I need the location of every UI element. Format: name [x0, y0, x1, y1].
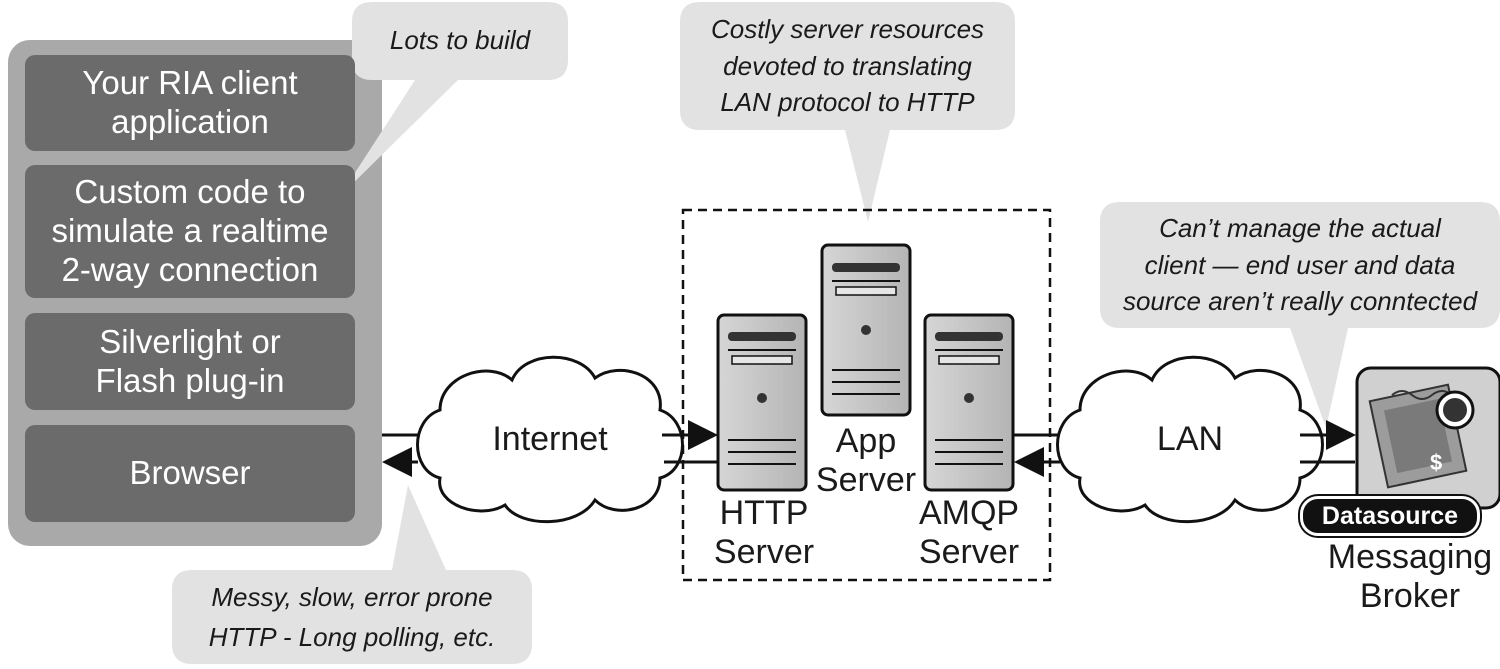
amqp-server-icon — [923, 313, 1015, 492]
lan-label: LAN — [1156, 420, 1224, 458]
plugin-box: Silverlight or Flash plug-in — [25, 313, 355, 410]
callout-http-messy-bubble — [172, 485, 532, 664]
callout-http-messy: Messy, slow, error prone HTTP - Long pol… — [208, 581, 496, 652]
http-server-label: HTTP Server — [713, 494, 815, 572]
callout-lots-to-build-bubble — [340, 2, 568, 196]
connection-arrows — [382, 420, 1356, 477]
callout-server-cost-bubble — [680, 2, 1015, 222]
callout-cant-manage-bubble — [1100, 202, 1500, 428]
server-group-boundary — [681, 208, 1052, 582]
amqp-server-label: AMQP Server — [918, 494, 1020, 572]
app-server-icon — [820, 243, 912, 417]
datasource-badge: Datasource — [1300, 496, 1480, 536]
browser-box: Browser — [25, 425, 355, 522]
custom-code-box: Custom code to simulate a realtime 2-way… — [25, 165, 355, 298]
datasource-stamp-icon: $ — [1355, 366, 1500, 510]
app-server-label: App Server — [815, 422, 917, 500]
callout-server-cost: Costly server resources devoted to trans… — [710, 14, 985, 118]
ria-client-box: Your RIA client application — [25, 55, 355, 151]
svg-text:$: $ — [1430, 450, 1442, 475]
internet-cloud — [416, 355, 684, 524]
internet-label: Internet — [492, 420, 608, 458]
callout-cant-manage: Can’t manage the actual client — end use… — [1122, 213, 1478, 317]
callout-lots-to-build: Lots to build — [389, 25, 531, 56]
lan-cloud — [1056, 355, 1324, 524]
messaging-broker-label: Messaging Broker — [1327, 538, 1493, 616]
http-server-icon — [716, 313, 808, 492]
